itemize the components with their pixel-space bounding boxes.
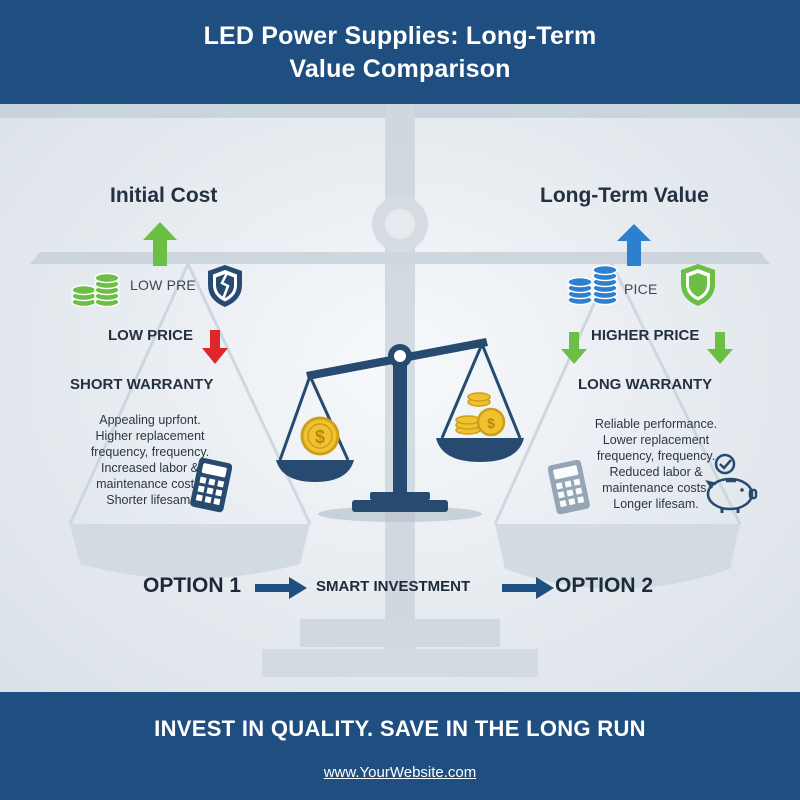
- right-warranty-label: LONG WARRANTY: [578, 376, 713, 393]
- piggy-bank-icon: [705, 453, 758, 513]
- right-desc-line: maintenance costs.: [602, 481, 710, 495]
- right-coin-label: PICE: [624, 281, 658, 297]
- left-desc-line: Appealing uprfont.: [99, 413, 201, 427]
- right-column-title: Long-Term Value: [540, 184, 709, 207]
- left-desc-line: Increased labor &: [101, 461, 199, 475]
- left-column-title: Initial Cost: [110, 184, 218, 207]
- title-line-2: Value Comparison: [289, 55, 511, 83]
- arrow-down-red-icon: [202, 330, 228, 364]
- footer-banner: INVEST IN QUALITY. SAVE IN THE LONG RUN …: [0, 692, 800, 800]
- option-2-label: OPTION 2: [555, 574, 654, 597]
- left-desc-line: Shorter lifesam.: [106, 493, 194, 507]
- right-desc-line: Reliable performance.: [594, 417, 718, 431]
- calculator-icon: [548, 460, 590, 515]
- smart-investment-label: SMART INVESTMENT: [316, 578, 471, 595]
- arrow-down-green-icon: [707, 332, 733, 364]
- background-scale-icon: [0, 104, 800, 677]
- footer-tagline: INVEST IN QUALITY. SAVE IN THE LONG RUN: [154, 716, 646, 741]
- coin-stack-blue-icon: [567, 264, 618, 306]
- right-price-label: HIGHER PRICE: [591, 327, 700, 344]
- arrow-right-icon: [502, 577, 554, 599]
- right-desc-line: Reduced labor &: [609, 465, 703, 479]
- left-desc-line: maintenance costs.: [96, 477, 204, 491]
- arrow-up-green-icon: [143, 222, 177, 266]
- left-warranty-label: SHORT WARRANTY: [70, 376, 214, 393]
- arrow-down-green-icon: [561, 332, 587, 364]
- balance-scale-icon: $ $: [276, 338, 524, 522]
- title-line-1: LED Power Supplies: Long-Term: [203, 22, 597, 50]
- right-desc-line: Longer lifesam.: [613, 497, 699, 511]
- svg-text:$: $: [315, 427, 325, 447]
- left-desc-line: frequency, frequency.: [90, 445, 210, 459]
- broken-shield-icon: [208, 265, 242, 307]
- svg-text:$: $: [487, 415, 495, 431]
- left-description: Appealing uprfont. Higher replacement fr…: [60, 412, 240, 508]
- right-description: Reliable performance. Lower replacement …: [566, 416, 746, 512]
- option-1-label: OPTION 1: [143, 574, 242, 597]
- right-desc-line: frequency, frequency.: [596, 449, 716, 463]
- arrow-up-blue-icon: [617, 224, 651, 266]
- coin-stack-green-icon: [71, 272, 120, 308]
- header-banner: LED Power Supplies: Long-Term Value Comp…: [0, 0, 800, 104]
- arrow-right-icon: [255, 577, 307, 599]
- left-coin-label: LOW PRE: [130, 277, 196, 293]
- left-desc-line: Higher replacement: [95, 429, 205, 443]
- shield-check-icon: [681, 264, 715, 306]
- right-desc-line: Lower replacement: [602, 433, 710, 447]
- website-link[interactable]: www.YourWebsite.com: [323, 764, 477, 781]
- left-price-label: LOW PRICE: [108, 327, 193, 344]
- calculator-icon: [190, 458, 232, 513]
- main-panel: [0, 104, 800, 692]
